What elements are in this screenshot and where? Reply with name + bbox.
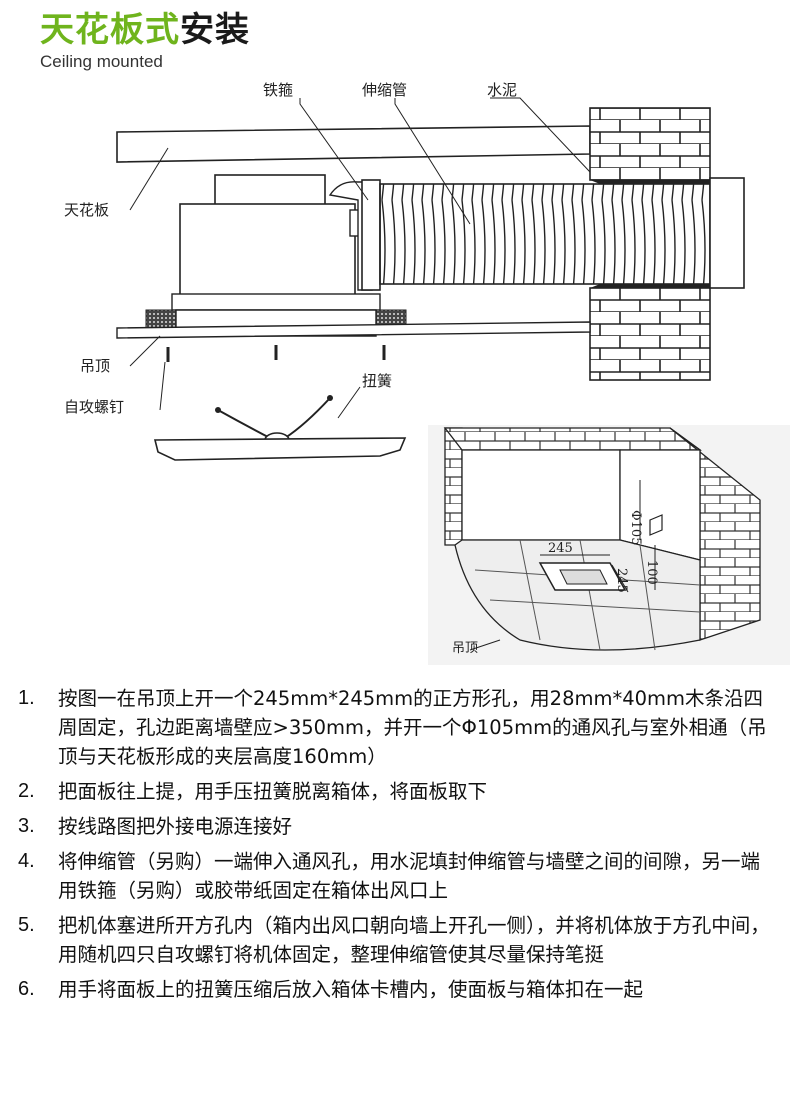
header: 天花板式安装 Ceiling mounted [40, 10, 250, 72]
right-brick-wall [669, 427, 761, 641]
step-number: 3. [18, 815, 35, 837]
step-item: 1. 按图一在吊顶上开一个245mm*245mm的正方形孔，用28mm*40mm木… [18, 684, 778, 771]
step-number: 5. [18, 914, 35, 936]
brick-wall-upper [589, 107, 711, 181]
brick-wall-lower [589, 287, 711, 381]
step-number: 6. [18, 978, 35, 1000]
suspended-ceiling-board [116, 321, 591, 339]
step-item: 5. 把机体塞进所开方孔内（箱内出风口朝向墙上开孔一侧），并将机体放于方孔中间，用… [18, 911, 778, 969]
step-item: 6. 用手将面板上的扭簧压缩后放入箱体卡槽内，使面板与箱体扣在一起 [18, 975, 778, 1004]
step-number: 4. [18, 850, 35, 872]
step-text: 用手将面板上的扭簧压缩后放入箱体卡槽内，使面板与箱体扣在一起 [58, 978, 644, 1001]
fan-box [179, 203, 356, 297]
label-flex-duct: 伸缩管 [362, 81, 407, 99]
vent-hole [649, 514, 663, 536]
top-brick-band [443, 427, 702, 451]
label-torsion-spring: 扭簧 [362, 372, 392, 390]
spring-end-left [215, 407, 221, 413]
step-number: 2. [18, 780, 35, 802]
screw-icon [166, 345, 386, 362]
step-text: 把机体塞进所开方孔内（箱内出风口朝向墙上开孔一侧），并将机体放于方孔中间，用随机… [58, 914, 770, 966]
step-item: 3. 按线路图把外接电源连接好 [18, 812, 778, 841]
panel-shape [153, 437, 407, 461]
ceiling-grid-lines [474, 539, 701, 651]
back-wall [461, 449, 621, 541]
page-title: 天花板式安装 [40, 10, 250, 50]
top-diagram: 铁箍 伸缩管 水泥 天花板 吊顶 自攻螺钉 扭簧 [64, 81, 745, 461]
leader-suspended [469, 639, 501, 651]
spring-end-right [327, 395, 333, 401]
iron-hoop-shape [361, 179, 381, 291]
frame-plate [171, 293, 381, 311]
cement-bottom [590, 284, 710, 288]
label-d245: 245 [548, 541, 573, 556]
label-ceiling-board: 天花板 [64, 201, 109, 219]
fan-motor-housing [214, 174, 326, 206]
leader-lines [129, 97, 591, 419]
label-self-tapping-screw: 自攻螺钉 [64, 398, 124, 416]
torsion-spring-shape [217, 397, 331, 439]
label-cement: 水泥 [487, 81, 517, 99]
step-item: 4. 将伸缩管（另购）一端伸入通风孔，用水泥填封伸缩管与墙壁之间的间隙，另一端用铁… [18, 847, 778, 905]
label-iron-hoop: 铁箍 [263, 81, 293, 99]
label-d100: 100 [644, 560, 659, 585]
step-text: 把面板往上提，用手压扭簧脱离箱体，将面板取下 [58, 780, 488, 803]
step-text: 将伸缩管（另购）一端伸入通风孔，用水泥填封伸缩管与墙壁之间的间隙，另一端用铁箍（… [58, 850, 761, 902]
label-bottom-suspended-ceiling: 吊顶 [452, 641, 478, 656]
ceiling-board-shape [116, 125, 591, 163]
flex-duct-shape [379, 183, 711, 285]
label-suspended-ceiling: 吊顶 [80, 357, 110, 375]
step-text: 按线路图把外接电源连接好 [58, 815, 293, 838]
duct-end-sleeve [709, 177, 745, 289]
step-item: 2. 把面板往上提，用手压扭簧脱离箱体，将面板取下 [18, 777, 778, 806]
cement-top [590, 180, 710, 184]
installation-diagram: 铁箍 伸缩管 水泥 天花板 吊顶 自攻螺钉 扭簧 [64, 81, 790, 665]
instruction-list: 1. 按图一在吊顶上开一个245mm*245mm的正方形孔，用28mm*40mm木… [18, 684, 778, 1010]
bottom-diagram: Φ105 245 245 100 吊顶 [428, 425, 790, 665]
title-green: 天花板式 [40, 10, 180, 50]
page-subtitle: Ceiling mounted [40, 52, 163, 71]
label-d245b: 245 [614, 568, 629, 593]
title-black: 安装 [180, 10, 250, 50]
square-opening-inner [559, 569, 608, 585]
dimension-marks [540, 480, 656, 593]
step-number: 1. [18, 687, 35, 709]
label-phi105: Φ105 [628, 510, 643, 545]
step-text: 按图一在吊顶上开一个245mm*245mm的正方形孔，用28mm*40mm木条沿… [58, 687, 767, 768]
ceiling-grid [454, 539, 701, 651]
